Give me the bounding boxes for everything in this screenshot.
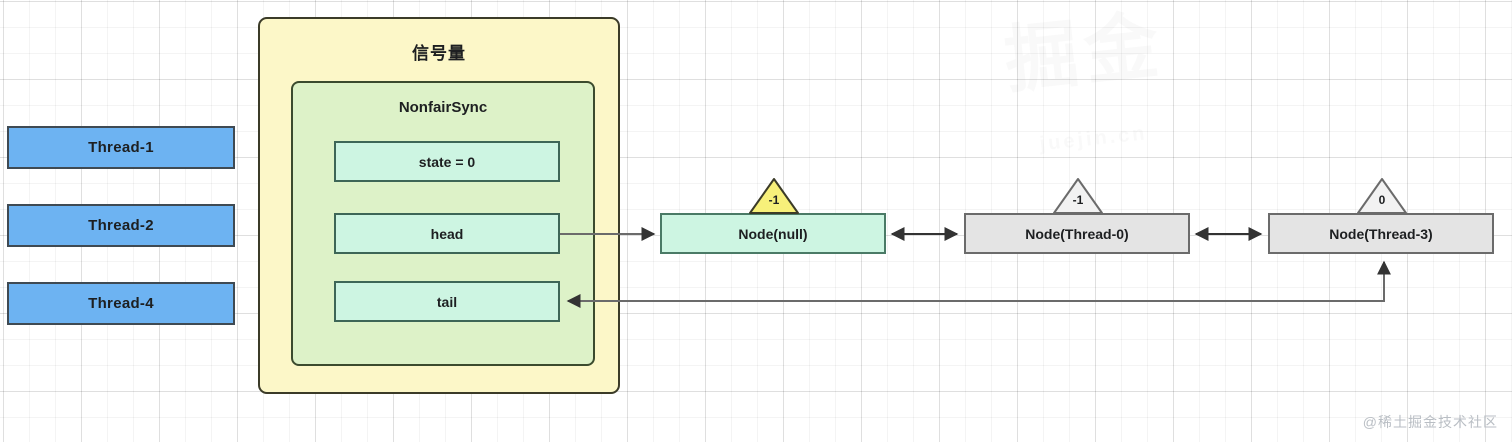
thread-box-2-label: Thread-2 — [88, 217, 154, 234]
waitstatus-triangle-2: 0 — [1356, 177, 1408, 215]
queue-node-2[interactable]: Node(Thread-3) — [1268, 213, 1494, 254]
semaphore-title: 信号量 — [412, 44, 466, 63]
triangle-icon — [1357, 178, 1407, 214]
field-box-head-label: head — [430, 225, 464, 242]
field-box-state-label: state = 0 — [418, 153, 476, 170]
field-box-state[interactable]: state = 0 — [334, 141, 560, 182]
thread-box-1[interactable]: Thread-1 — [7, 126, 235, 169]
corner-watermark: @稀土掘金技术社区 — [1362, 414, 1498, 430]
triangle-icon — [749, 178, 799, 214]
waitstatus-triangle-0: -1 — [748, 177, 800, 215]
thread-box-1-label: Thread-1 — [88, 139, 154, 156]
queue-node-0[interactable]: Node(null) — [660, 213, 886, 254]
nonfairsync-title: NonfairSync — [398, 99, 488, 116]
triangle-icon — [1053, 178, 1103, 214]
field-box-tail-label: tail — [436, 293, 458, 310]
field-box-head[interactable]: head — [334, 213, 560, 254]
thread-box-3[interactable]: Thread-4 — [7, 282, 235, 325]
thread-box-3-label: Thread-4 — [88, 295, 154, 312]
queue-node-1-label: Node(Thread-0) — [1025, 225, 1129, 242]
center-watermark-main: 掘金 — [1000, 3, 1169, 103]
field-box-tail[interactable]: tail — [334, 281, 560, 322]
queue-node-1[interactable]: Node(Thread-0) — [964, 213, 1190, 254]
arrow-tail-to-node2 — [566, 260, 1391, 308]
waitstatus-triangle-1: -1 — [1052, 177, 1104, 215]
thread-box-2[interactable]: Thread-2 — [7, 204, 235, 247]
queue-node-2-label: Node(Thread-3) — [1329, 225, 1433, 242]
queue-node-0-label: Node(null) — [738, 225, 808, 242]
